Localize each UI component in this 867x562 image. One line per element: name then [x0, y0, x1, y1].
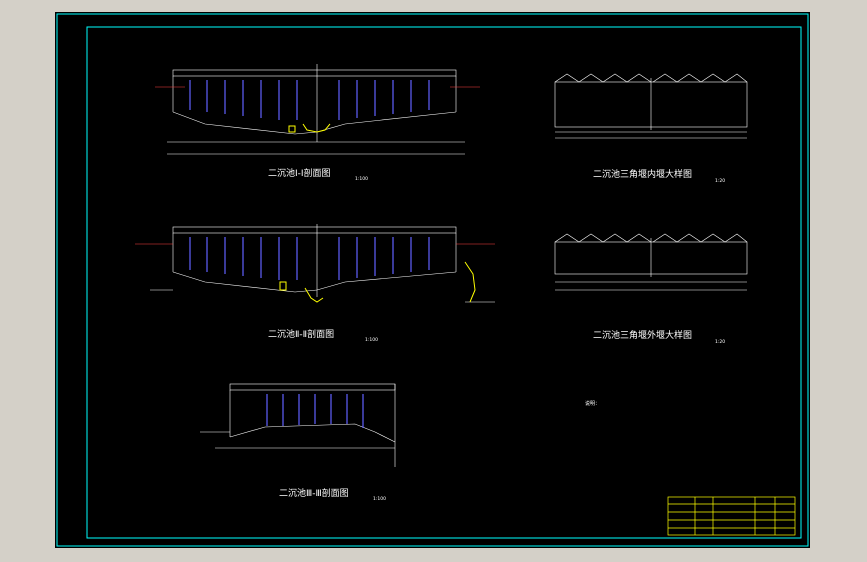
section-3-title: 二沉池Ⅲ-Ⅲ剖面图: [279, 487, 349, 499]
outer-frame: [56, 13, 809, 547]
section-2-drawing: [135, 224, 495, 303]
title-block: [667, 496, 796, 536]
section-2-piping: [279, 261, 476, 303]
inner-frame: [86, 26, 802, 539]
cad-drawing-canvas: 二沉池Ⅰ-Ⅰ剖面图 1:100 二沉池Ⅱ-Ⅱ剖面图 1:100: [55, 12, 810, 548]
notes-heading: 说明：: [585, 400, 600, 407]
section-1-columns: [189, 80, 430, 120]
weir-outer-scale: 1:20: [715, 339, 725, 345]
weir-inner-scale: 1:20: [715, 178, 725, 184]
section-1-piping: [288, 123, 331, 133]
weir-outer-drawing: [554, 233, 748, 291]
section-3-scale: 1:100: [373, 496, 386, 502]
section-2-scale: 1:100: [365, 337, 378, 343]
section-1-drawing: [155, 64, 480, 155]
weir-inner-drawing: [554, 73, 748, 139]
weir-inner-title: 二沉池三角堰内堰大样图: [593, 168, 692, 180]
section-1-scale: 1:100: [355, 176, 368, 182]
section-3-drawing: [200, 383, 396, 467]
drawing-sheet: 二沉池Ⅰ-Ⅰ剖面图 1:100 二沉池Ⅱ-Ⅱ剖面图 1:100: [56, 13, 809, 547]
section-2-title: 二沉池Ⅱ-Ⅱ剖面图: [268, 328, 334, 340]
weir-outer-title: 二沉池三角堰外堰大样图: [593, 329, 692, 341]
section-3-columns: [266, 394, 364, 428]
section-1-title: 二沉池Ⅰ-Ⅰ剖面图: [268, 167, 331, 179]
section-2-columns: [189, 237, 430, 280]
